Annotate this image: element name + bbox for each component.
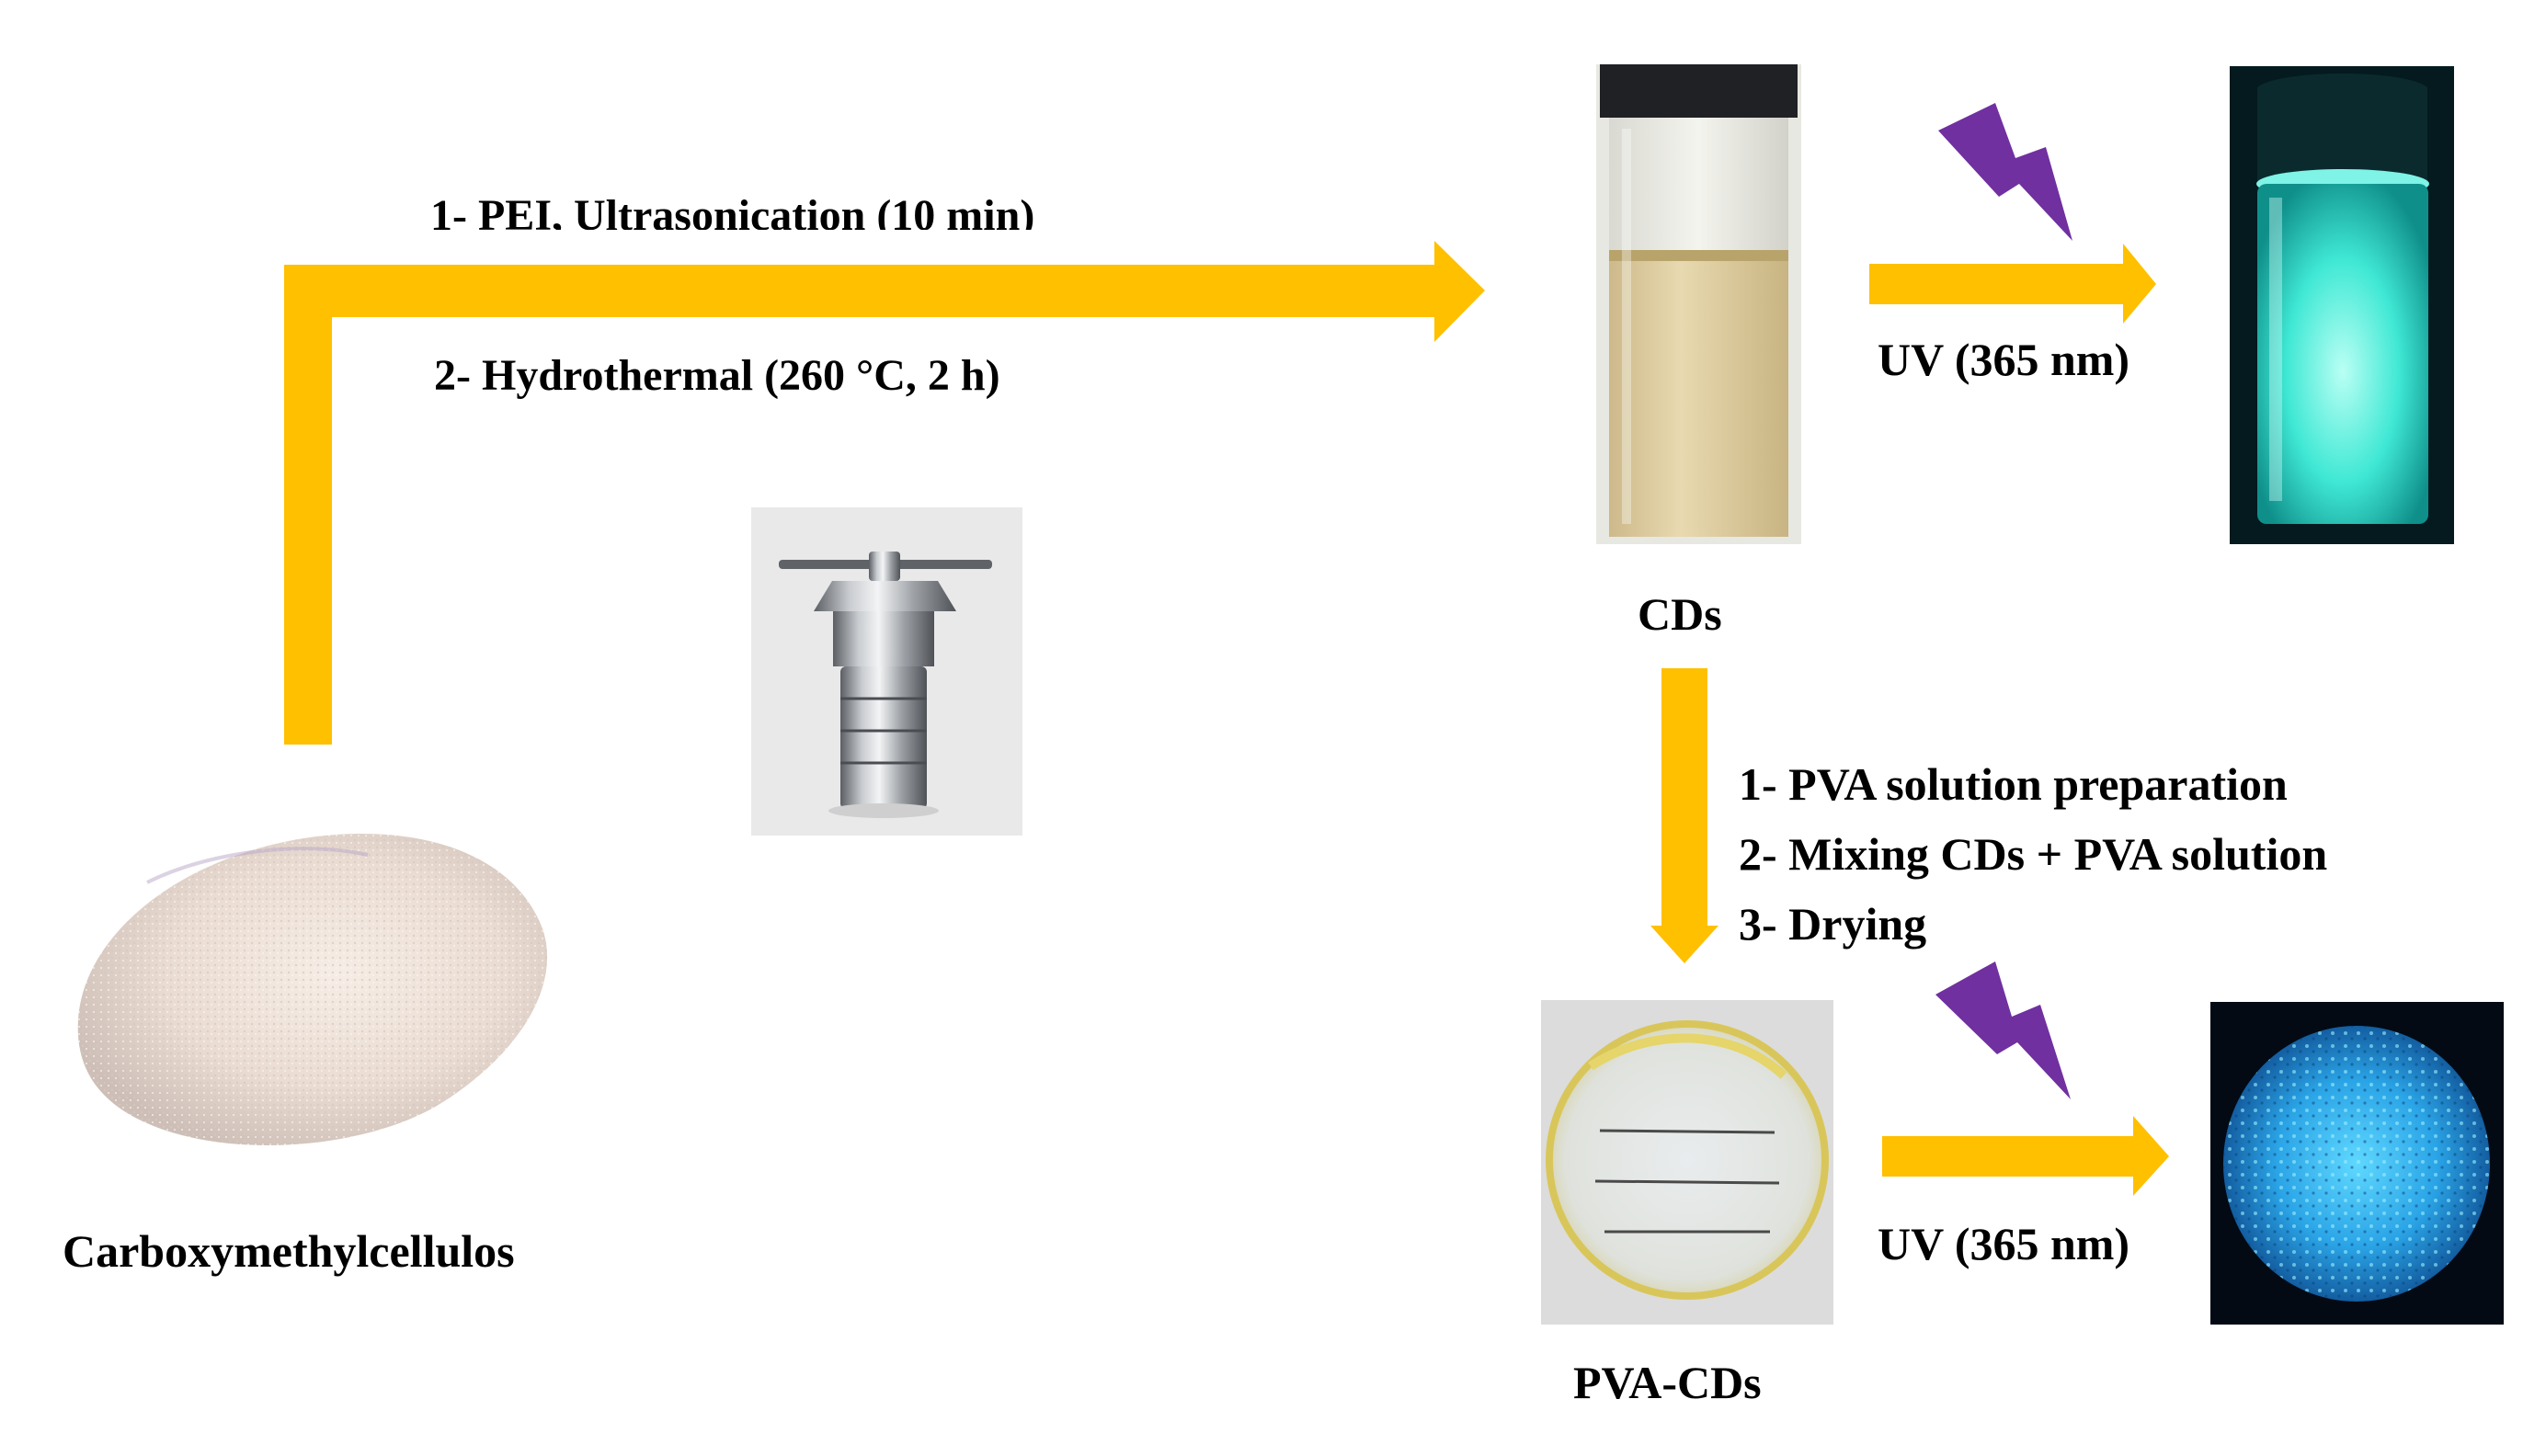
cds-vial-uv-image: [2230, 66, 2454, 544]
start-material-label: Carboxymethylcellulos: [63, 1225, 515, 1277]
elbow-arrowhead: [1434, 241, 1485, 342]
uv-arrow-bottom: [1882, 1116, 2169, 1196]
elbow-vertical-shaft: [284, 265, 332, 745]
pva-film-image: [1541, 1000, 1833, 1325]
uv-bottom-label: UV (365 nm): [1878, 1218, 2129, 1269]
cds-label: CDs: [1638, 588, 1722, 640]
cds-vial-image: [1596, 64, 1801, 544]
lightning-bolt-icon-bottom: [1935, 961, 2071, 1099]
autoclave-image: [751, 507, 1022, 836]
film-step-1-label: 1- PVA solution preparation: [1739, 758, 2288, 810]
step2-top-label: 2- Hydrothermal (260 °C, 2 h): [434, 351, 1000, 400]
top-elbow-arrow: [284, 241, 1485, 745]
pva-cds-label: PVA-CDs: [1573, 1357, 1762, 1408]
uv-top-label: UV (365 nm): [1878, 334, 2129, 385]
film-step-2-label: 2- Mixing CDs + PVA solution: [1739, 828, 2327, 880]
label-clip-mask: [423, 230, 1177, 239]
lightning-bolt-icon-top: [1938, 103, 2072, 241]
elbow-horizontal-shaft: [284, 265, 1436, 317]
uv-arrow-top: [1869, 244, 2156, 324]
down-arrow: [1650, 668, 1718, 963]
powder-pile-image: [77, 834, 548, 1145]
pva-film-uv-image: [2210, 1002, 2504, 1325]
film-step-3-label: 3- Drying: [1739, 898, 1926, 950]
